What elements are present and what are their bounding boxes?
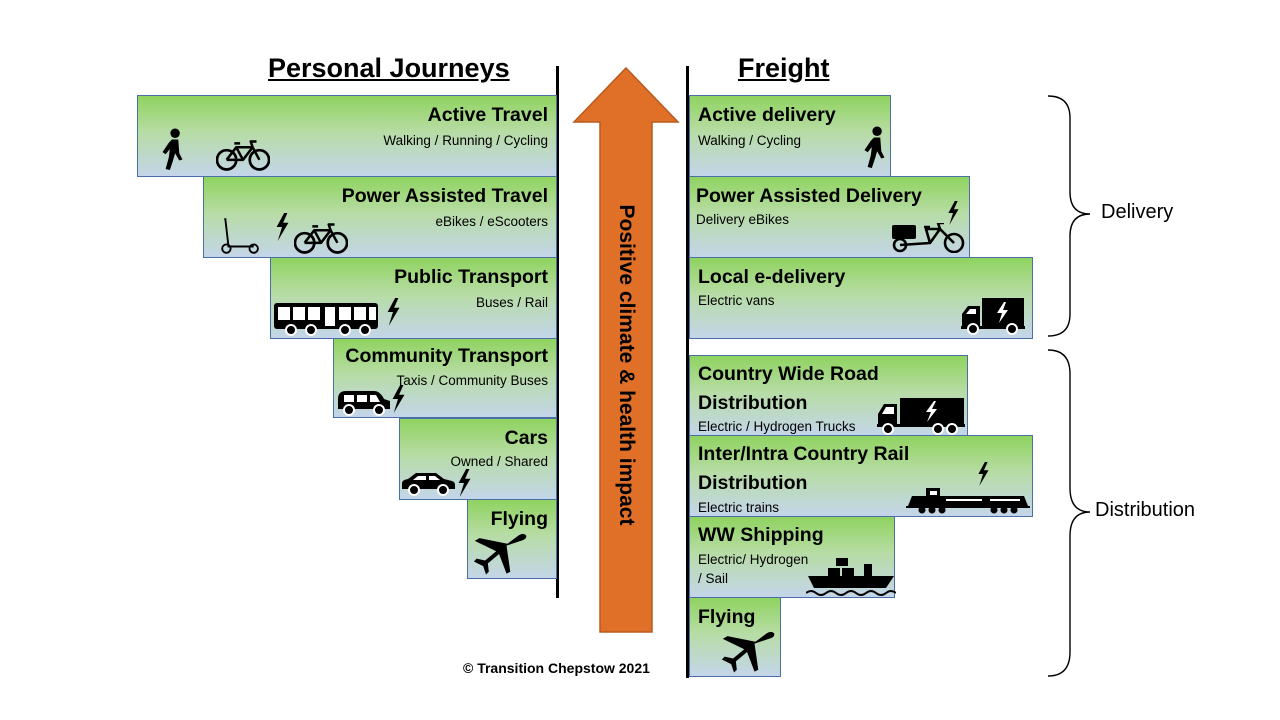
electric-van-icon bbox=[960, 296, 1026, 336]
box-title: Country Wide Road bbox=[698, 363, 879, 385]
lightning-icon bbox=[385, 298, 401, 326]
box-subtitle: Electric / Hydrogen Trucks bbox=[698, 419, 856, 434]
personal-box-cars: Cars Owned / Shared bbox=[399, 418, 557, 500]
box-title: Power Assisted Travel bbox=[341, 185, 548, 207]
freight-box-country-wide-road: Country Wide Road Distribution Electric … bbox=[689, 355, 968, 437]
locomotive-icon bbox=[906, 484, 1030, 514]
car-icon bbox=[400, 469, 456, 497]
walking-person-icon bbox=[162, 128, 184, 170]
box-title-line2: Distribution bbox=[698, 472, 808, 494]
bicycle-icon bbox=[294, 221, 348, 255]
impact-arrow bbox=[572, 66, 680, 633]
box-subtitle: eBikes / eScooters bbox=[435, 214, 548, 229]
box-title: WW Shipping bbox=[698, 524, 824, 546]
delivery-label: Delivery bbox=[1101, 201, 1174, 223]
distribution-label: Distribution bbox=[1095, 499, 1196, 521]
box-title: Flying bbox=[698, 606, 756, 628]
freight-box-local-e-delivery: Local e-delivery Electric vans bbox=[689, 257, 1033, 339]
box-subtitle: Owned / Shared bbox=[450, 454, 548, 469]
box-title: Inter/Intra Country Rail bbox=[698, 443, 910, 465]
box-subtitle: Electric vans bbox=[698, 293, 775, 308]
box-title: Active Travel bbox=[427, 104, 548, 126]
box-subtitle: Electric trains bbox=[698, 500, 780, 515]
box-title: Power Assisted Delivery bbox=[696, 185, 922, 207]
freight-box-ww-shipping: WW Shipping Electric/ Hydrogen / Sail bbox=[689, 516, 895, 598]
box-subtitle: Delivery eBikes bbox=[696, 212, 790, 227]
walking-person-icon bbox=[864, 126, 886, 168]
van-icon bbox=[336, 387, 392, 417]
freight-heading: Freight bbox=[738, 53, 830, 83]
distribution-brace bbox=[1047, 349, 1091, 677]
lightning-icon bbox=[946, 201, 960, 225]
lightning-icon bbox=[976, 462, 990, 486]
personal-box-flying: Flying bbox=[467, 499, 557, 579]
box-subtitle: Buses / Rail bbox=[475, 295, 548, 310]
box-title: Cars bbox=[504, 427, 548, 449]
personal-box-community-transport: Community Transport Taxis / Community Bu… bbox=[333, 338, 557, 418]
airplane-icon bbox=[472, 532, 528, 576]
box-subtitle-line2: / Sail bbox=[698, 571, 729, 586]
box-title: Active delivery bbox=[698, 104, 836, 126]
scooter-icon bbox=[218, 217, 260, 255]
bicycle-icon bbox=[216, 138, 270, 172]
lightning-icon bbox=[456, 469, 472, 497]
box-subtitle: Walking / Cycling bbox=[698, 133, 802, 148]
cargo-ship-icon bbox=[806, 555, 896, 597]
box-subtitle: Taxis / Community Buses bbox=[396, 373, 548, 388]
personal-box-public-transport: Public Transport Buses / Rail bbox=[270, 257, 557, 339]
bus-icon bbox=[273, 300, 383, 336]
box-title: Community Transport bbox=[345, 345, 548, 367]
box-subtitle: Walking / Running / Cycling bbox=[383, 133, 548, 148]
freight-box-rail-distribution: Inter/Intra Country Rail Distribution El… bbox=[689, 435, 1033, 517]
freight-box-flying: Flying bbox=[689, 597, 781, 677]
personal-journeys-heading: Personal Journeys bbox=[268, 53, 510, 83]
airplane-icon bbox=[720, 630, 776, 674]
electric-truck-icon bbox=[876, 396, 966, 436]
freight-box-power-assisted-delivery: Power Assisted Delivery Delivery eBikes bbox=[689, 176, 970, 258]
freight-box-active-delivery: Active delivery Walking / Cycling bbox=[689, 95, 891, 177]
lightning-icon bbox=[390, 385, 406, 413]
box-title: Local e-delivery bbox=[698, 266, 846, 288]
copyright: © Transition Chepstow 2021 bbox=[463, 660, 650, 676]
arrow-label: Positive climate & health impact bbox=[615, 204, 638, 526]
box-subtitle: Electric/ Hydrogen bbox=[698, 552, 809, 567]
box-title-line2: Distribution bbox=[698, 392, 808, 414]
left-divider bbox=[556, 66, 559, 598]
delivery-brace bbox=[1047, 95, 1091, 337]
box-title: Public Transport bbox=[394, 266, 548, 288]
personal-box-active-travel: Active Travel Walking / Running / Cyclin… bbox=[137, 95, 557, 177]
right-divider bbox=[686, 66, 689, 678]
personal-box-power-assisted: Power Assisted Travel eBikes / eScooters bbox=[203, 176, 557, 258]
cargo-bike-icon bbox=[890, 223, 966, 253]
box-title: Flying bbox=[490, 508, 548, 530]
lightning-icon bbox=[274, 213, 290, 241]
